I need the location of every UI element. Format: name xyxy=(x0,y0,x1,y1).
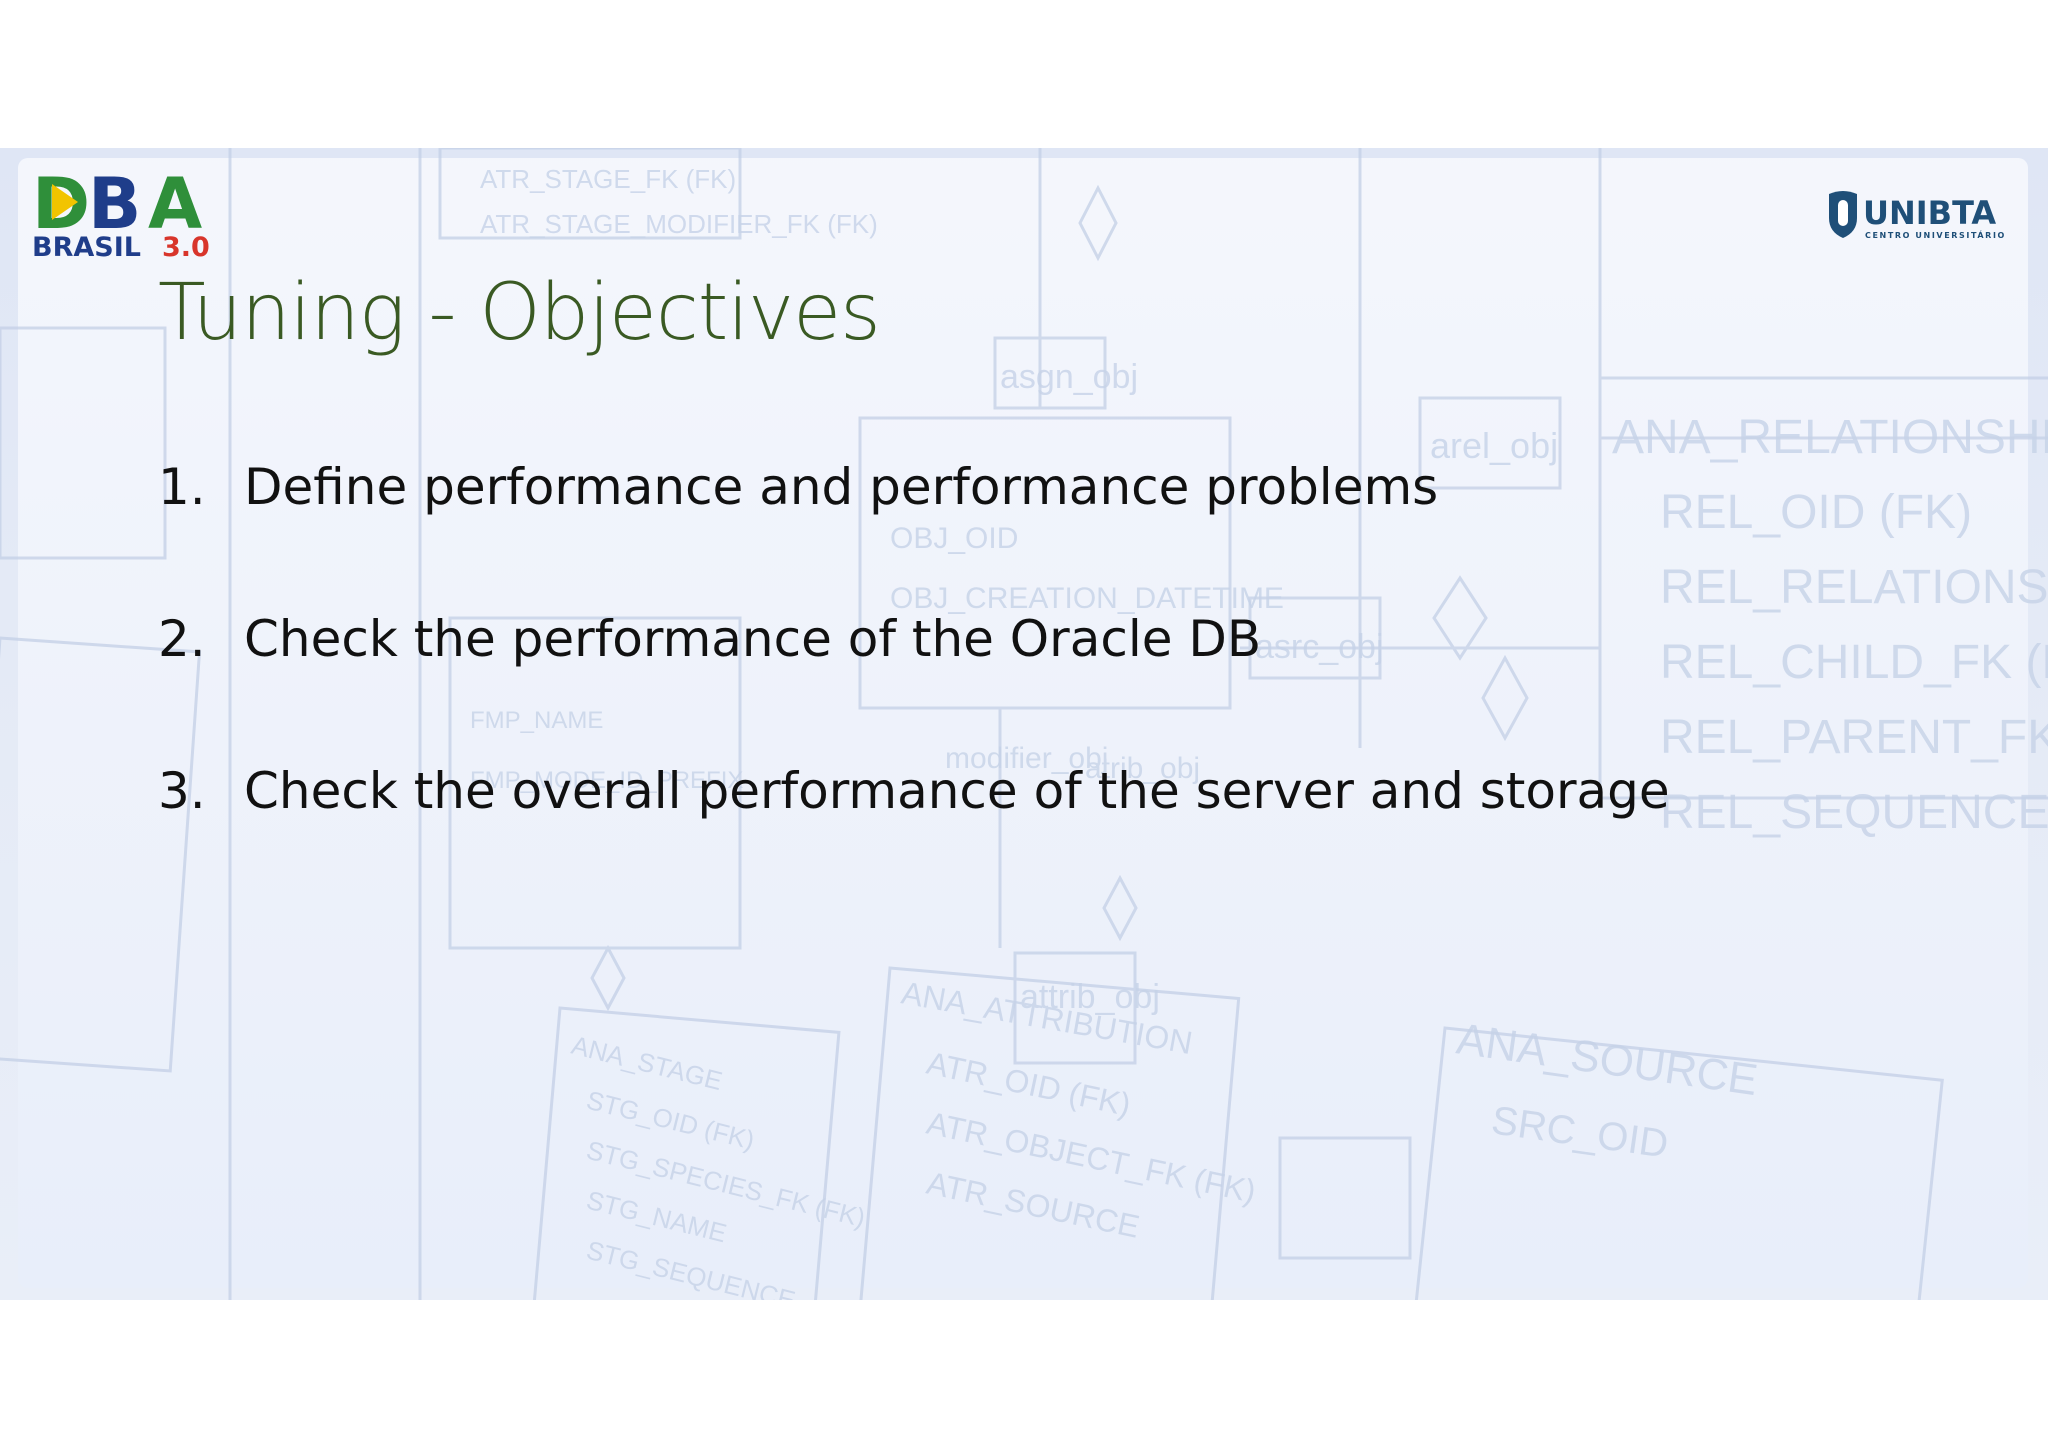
dba-logo-brasil: BRASIL xyxy=(32,232,141,261)
list-item-number: 3. xyxy=(158,762,206,820)
unibta-logo: UNIBTA CENTRO UNIVERSITÁRIO xyxy=(1829,191,2006,240)
bg-label-18: OBJ_CREATION_DATETIME xyxy=(890,582,1284,615)
list-item-number: 1. xyxy=(158,458,206,516)
bg-label-24: atrib_obj xyxy=(1085,752,1200,785)
bg-label-28: FMP_MODE_ID_PREFIX xyxy=(470,767,743,794)
bg-table-source xyxy=(1413,1026,1944,1300)
bg-table-top xyxy=(438,148,742,240)
dba-logo-b: B xyxy=(88,166,141,245)
bg-table-relationship xyxy=(1598,376,2048,800)
bg-label-7: SRC_OID xyxy=(1489,1098,1671,1166)
bg-label-27: FMP_NAME xyxy=(470,707,603,734)
bg-label-1: REL_OID (FK) xyxy=(1660,486,1972,539)
bg-label-0: ANA_RELATIONSHIP xyxy=(1612,411,2048,464)
bg-label-6: ANA_SOURCE xyxy=(1454,1014,1761,1105)
bg-label-3: REL_CHILD_FK (FK xyxy=(1660,636,2048,689)
dba-brasil-logo: D B A BRASIL 3.0 xyxy=(32,166,210,261)
list-item-number: 2. xyxy=(158,610,206,668)
bg-label-16: STG_SEQUENCE xyxy=(584,1235,799,1300)
dba-logo-diamond xyxy=(52,184,78,220)
bg-label-17: OBJ_OID xyxy=(890,522,1018,555)
bg-label-5: REL_SEQUENCE xyxy=(1660,786,2048,839)
bg-label-25: ATR_STAGE_FK (FK) xyxy=(480,164,736,194)
bg-table-left-top xyxy=(0,326,167,560)
bg-table-stage xyxy=(532,1006,841,1300)
bg-label-2: REL_RELATIONSHI xyxy=(1660,561,2048,614)
list-item-text: Check the performance of the Oracle DB xyxy=(244,610,1262,668)
database-diagram-background: ANA_RELATIONSHIP REL_OID (FK) REL_RELATI… xyxy=(0,148,2048,1300)
bg-table-attribution xyxy=(856,966,1241,1300)
slide-title: Tuning - Objectives xyxy=(158,268,881,358)
bg-label-21: asrc_obj xyxy=(1255,628,1384,666)
slide-panel xyxy=(18,158,2028,1288)
bg-label-20: arel_obj xyxy=(1430,425,1558,466)
bg-label-19: asgn_obj xyxy=(1000,358,1138,396)
bg-label-22: attrib_obj xyxy=(1020,978,1160,1016)
dba-logo-version: 3.0 xyxy=(162,232,210,261)
list-item-text: Check the overall performance of the ser… xyxy=(244,762,1670,820)
unibta-subtitle: CENTRO UNIVERSITÁRIO xyxy=(1865,229,2006,240)
bg-table-fmp xyxy=(448,616,742,950)
bg-table-object xyxy=(858,416,1232,710)
list-item-text: Define performance and performance probl… xyxy=(244,458,1439,516)
slide: ANA_RELATIONSHIP REL_OID (FK) REL_RELATI… xyxy=(0,148,2048,1300)
bg-label-23: modifier_obj xyxy=(945,742,1108,775)
unibta-name: UNIBTA xyxy=(1863,194,1996,232)
bg-label-26: ATR_STAGE_MODIFIER_FK (FK) xyxy=(480,209,878,239)
bg-label-4: REL_PARENT_FK (F xyxy=(1660,711,2048,764)
bg-table-left xyxy=(0,636,202,1073)
dba-logo-a: A xyxy=(148,166,202,245)
